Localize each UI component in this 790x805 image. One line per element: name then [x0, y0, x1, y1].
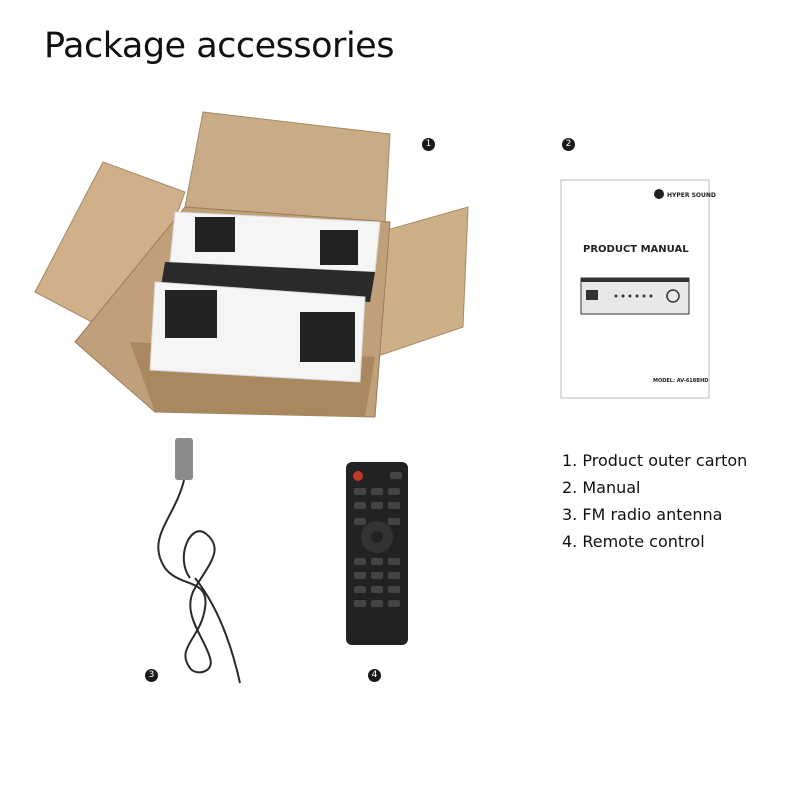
remote-image	[346, 462, 408, 645]
badge-manual: 2	[562, 138, 575, 151]
carton-image	[34, 111, 469, 418]
list-item: 3. FM radio antenna	[562, 505, 723, 524]
manual-heading: PRODUCT MANUAL	[583, 244, 689, 255]
badge-carton: 1	[422, 138, 435, 151]
list-item: 2. Manual	[562, 478, 641, 497]
badge-remote: 4	[368, 669, 381, 682]
page-title: Package accessories	[44, 26, 394, 66]
manual-image: HYPER SOUND PRODUCT MANUAL MODEL: AV-618…	[560, 179, 716, 399]
manual-model: MODEL: AV-618BHD	[653, 378, 708, 384]
list-item: 4. Remote control	[562, 532, 705, 551]
badge-antenna: 3	[145, 669, 158, 682]
accessory-list: 1. Product outer carton 2. Manual 3. FM …	[562, 451, 747, 559]
list-item: 1. Product outer carton	[562, 451, 748, 470]
manual-brand: HYPER SOUND	[667, 192, 716, 199]
antenna-image	[157, 438, 241, 684]
